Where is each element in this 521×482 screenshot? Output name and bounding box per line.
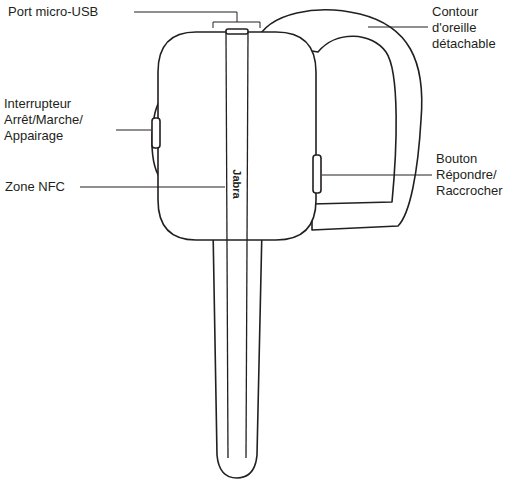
power-switch xyxy=(152,118,160,148)
leader-line xyxy=(322,175,432,176)
headset-body xyxy=(158,32,316,240)
part-label: Bouton Répondre/ Raccrocher xyxy=(436,151,518,199)
leader-line xyxy=(134,12,237,22)
leader-line xyxy=(80,187,225,188)
seam-line xyxy=(226,33,228,458)
leader-line xyxy=(368,27,428,28)
usb-port xyxy=(226,29,248,34)
seam-line xyxy=(246,33,248,458)
part-label: Port micro-USB xyxy=(8,4,98,20)
part-label: Interrupteur Arrêt/Marche/ Appairage xyxy=(4,96,102,144)
answer-button xyxy=(313,155,321,193)
brand-logo: Jabra xyxy=(231,169,243,198)
leader-line xyxy=(116,130,151,131)
bracket xyxy=(213,22,260,28)
boom-stem xyxy=(213,228,262,478)
part-label: Zone NFC xyxy=(5,179,65,195)
part-label: Contour d'oreille détachable xyxy=(432,4,517,52)
